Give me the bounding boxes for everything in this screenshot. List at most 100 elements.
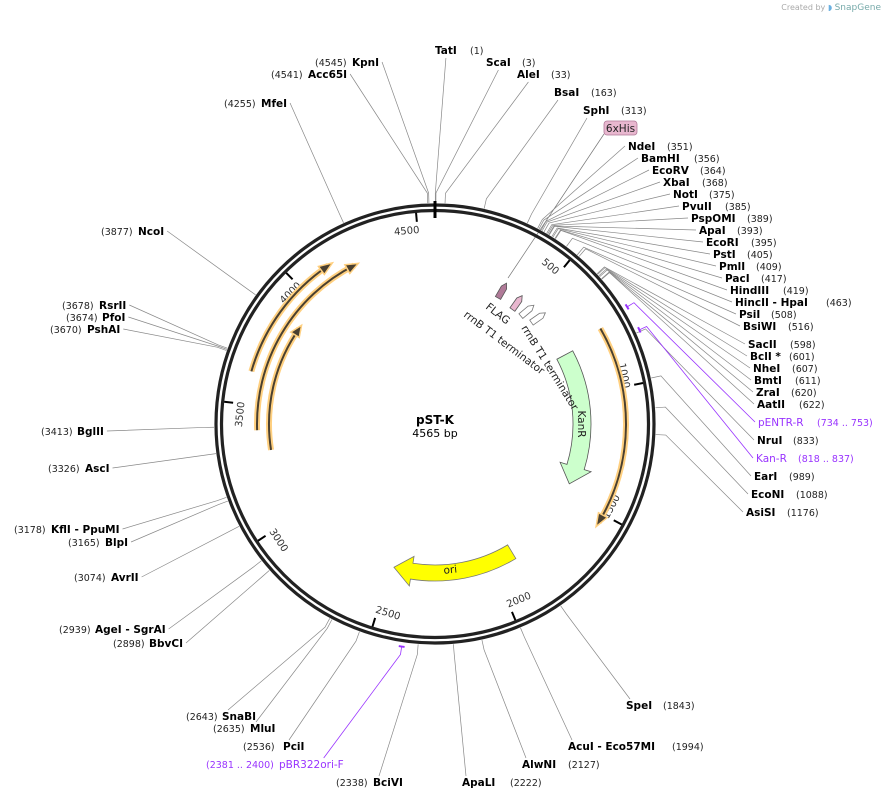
site-name: NheI: [753, 363, 780, 375]
site-line: [112, 453, 217, 469]
site-line: [288, 631, 360, 741]
site-position: (33): [551, 70, 571, 81]
site-lines: [106, 57, 755, 777]
site-line: [554, 229, 723, 279]
site-line: [601, 271, 754, 393]
arrowhead-icon: [289, 323, 303, 339]
site-name: EcoNI: [751, 489, 784, 501]
site-name: EcoRI: [706, 237, 739, 249]
site-label-nrui: NruI(833): [757, 435, 819, 447]
site-name: SpeI: [626, 700, 652, 712]
site-line: [548, 225, 697, 235]
site-line: [541, 181, 661, 231]
site-position: (409): [756, 262, 782, 273]
site-position: (405): [747, 250, 773, 261]
site-name: PspOMI: [691, 213, 736, 225]
site-name: BlpI: [105, 537, 128, 549]
site-name: AsiSI: [746, 507, 775, 519]
site-name: BsaI: [554, 87, 579, 99]
site-line: [576, 246, 737, 315]
site-position: (356): [694, 154, 720, 165]
ori-label: ori: [443, 564, 458, 577]
site-position: (1843): [663, 701, 695, 712]
site-position: (1176): [787, 508, 819, 519]
site-name: KflI - PpuMI: [51, 524, 120, 536]
site-position: (3877): [101, 227, 133, 238]
site-line: [289, 102, 344, 223]
snapgene-logo-icon: ◗: [827, 3, 833, 12]
site-label-acui-eco57mi: AcuI - Eco57MI (1994): [568, 741, 704, 753]
site-position: (516): [788, 322, 814, 333]
site-name: TatI: [435, 45, 457, 57]
primer-kan-r: Kan-R(818 .. 837): [637, 325, 854, 465]
primer-name: pBR322ori-F: [279, 759, 344, 771]
site-line: [483, 99, 559, 209]
site-label-acc65i: Acc65I(4541): [271, 69, 347, 81]
site-position: (1994): [672, 742, 704, 753]
site-name: SphI: [583, 105, 609, 117]
primer-mark: [398, 645, 405, 648]
flag-feature: [494, 282, 507, 300]
site-labels: TatI(1)ScaI(3)AleI(33)BsaI(163)SphI(313)…: [14, 45, 873, 789]
site-label-bglii: BglII(3413): [41, 426, 104, 438]
arrowhead-icon: [595, 511, 609, 529]
ori-feature: [393, 544, 517, 587]
site-label-tati: TatI (1): [435, 45, 483, 57]
site-name: NdeI: [628, 141, 655, 153]
site-position: (351): [667, 142, 693, 153]
site-name: KpnI: [352, 57, 379, 69]
site-name: RsrII: [99, 300, 126, 312]
site-position: (2643): [186, 712, 218, 723]
site-line: [141, 526, 240, 578]
site-line: [434, 57, 447, 204]
site-position: (393): [737, 226, 763, 237]
site-line: [560, 605, 631, 700]
site-position: (1): [470, 46, 483, 57]
site-line: [185, 570, 270, 644]
site-line: [543, 193, 671, 232]
site-line: [599, 269, 752, 381]
site-line: [551, 227, 711, 255]
site-label-bcivi: BciVI(2338): [336, 777, 403, 789]
site-line: [598, 268, 751, 369]
site-label-pmli: PmlI (409): [719, 261, 782, 273]
site-label-psti: PstI (405): [713, 249, 773, 261]
site-label-ecori: EcoRI(395): [706, 237, 777, 249]
site-name: BglII: [77, 426, 104, 438]
site-line: [166, 230, 256, 296]
site-name: PstI: [713, 249, 736, 261]
site-position: (163): [591, 88, 617, 99]
site-line: [601, 272, 755, 405]
site-name: PsiI: [739, 309, 760, 321]
site-position: (3326): [48, 464, 80, 475]
site-name: BmtI: [754, 375, 782, 387]
site-line: [538, 157, 639, 230]
site-position: (4255): [224, 99, 256, 110]
site-name: PmlI: [719, 261, 745, 273]
site-line: [453, 644, 467, 777]
site-name: AcuI - Eco57MI: [568, 741, 655, 753]
site-line: [655, 434, 744, 513]
site-position: (463): [826, 298, 852, 309]
site-position: (2635): [213, 724, 245, 735]
site-label-pfoi: PfoI(3674): [66, 312, 125, 324]
kanr-feature: [556, 350, 593, 485]
site-label-blpi: BlpI(3165): [68, 537, 128, 549]
site-position: (598): [790, 340, 816, 351]
site-label-hincii-hpai: HincII - HpaI(463): [735, 297, 852, 309]
orange-arc-left-3: [268, 328, 300, 451]
site-label-sphi: SphI(313): [583, 105, 647, 117]
site-position: (364): [700, 166, 726, 177]
site-name: SnaBI: [222, 711, 256, 723]
tick-mark: [285, 272, 294, 281]
site-name: NotI: [673, 189, 698, 201]
site-line: [123, 328, 227, 351]
site-name: XbaI: [663, 177, 690, 189]
site-line: [130, 500, 228, 543]
site-position: (3678): [62, 301, 94, 312]
site-line: [555, 229, 728, 291]
site-line: [546, 205, 680, 234]
orange-arc-left-1: [250, 264, 329, 372]
